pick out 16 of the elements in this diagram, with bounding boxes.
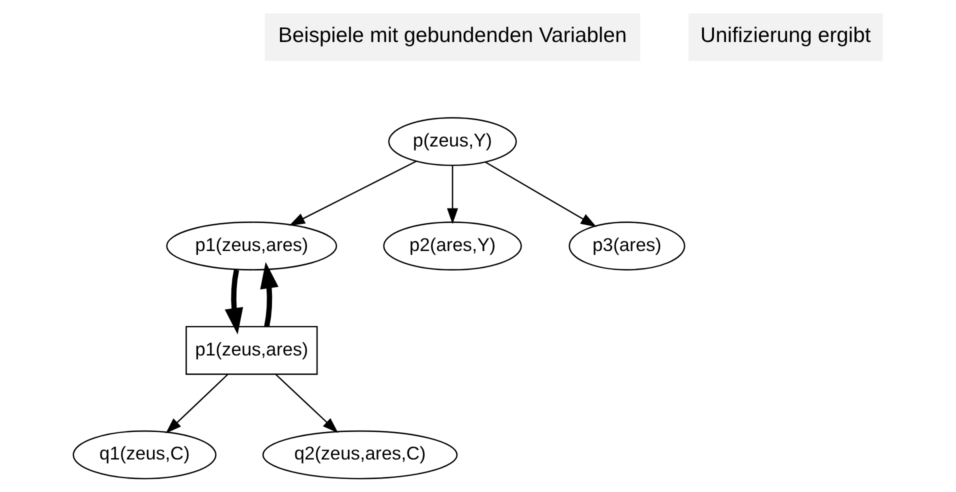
arrow <box>260 262 279 328</box>
node-ellipse: p2(ares,Y) <box>383 222 522 270</box>
node-box: p1(zeus,ares) <box>186 326 318 375</box>
node-ellipse: p(zeus,Y) <box>388 117 517 166</box>
arrow <box>224 269 244 334</box>
node-ellipse: p1(zeus,ares) <box>166 222 338 270</box>
node-ellipse: q1(zeus,C) <box>72 430 216 480</box>
node-ellipse: q2(zeus,ares,C) <box>262 430 458 480</box>
arrow <box>446 166 458 224</box>
label: Beispiele mit gebundenden Variablen <box>278 24 627 48</box>
arrow <box>289 160 416 226</box>
arrow <box>485 161 597 227</box>
arrow <box>275 374 338 434</box>
arrow <box>166 374 228 434</box>
node-ellipse: p3(ares) <box>568 222 686 270</box>
label: Unifizierung ergibt <box>700 24 871 48</box>
